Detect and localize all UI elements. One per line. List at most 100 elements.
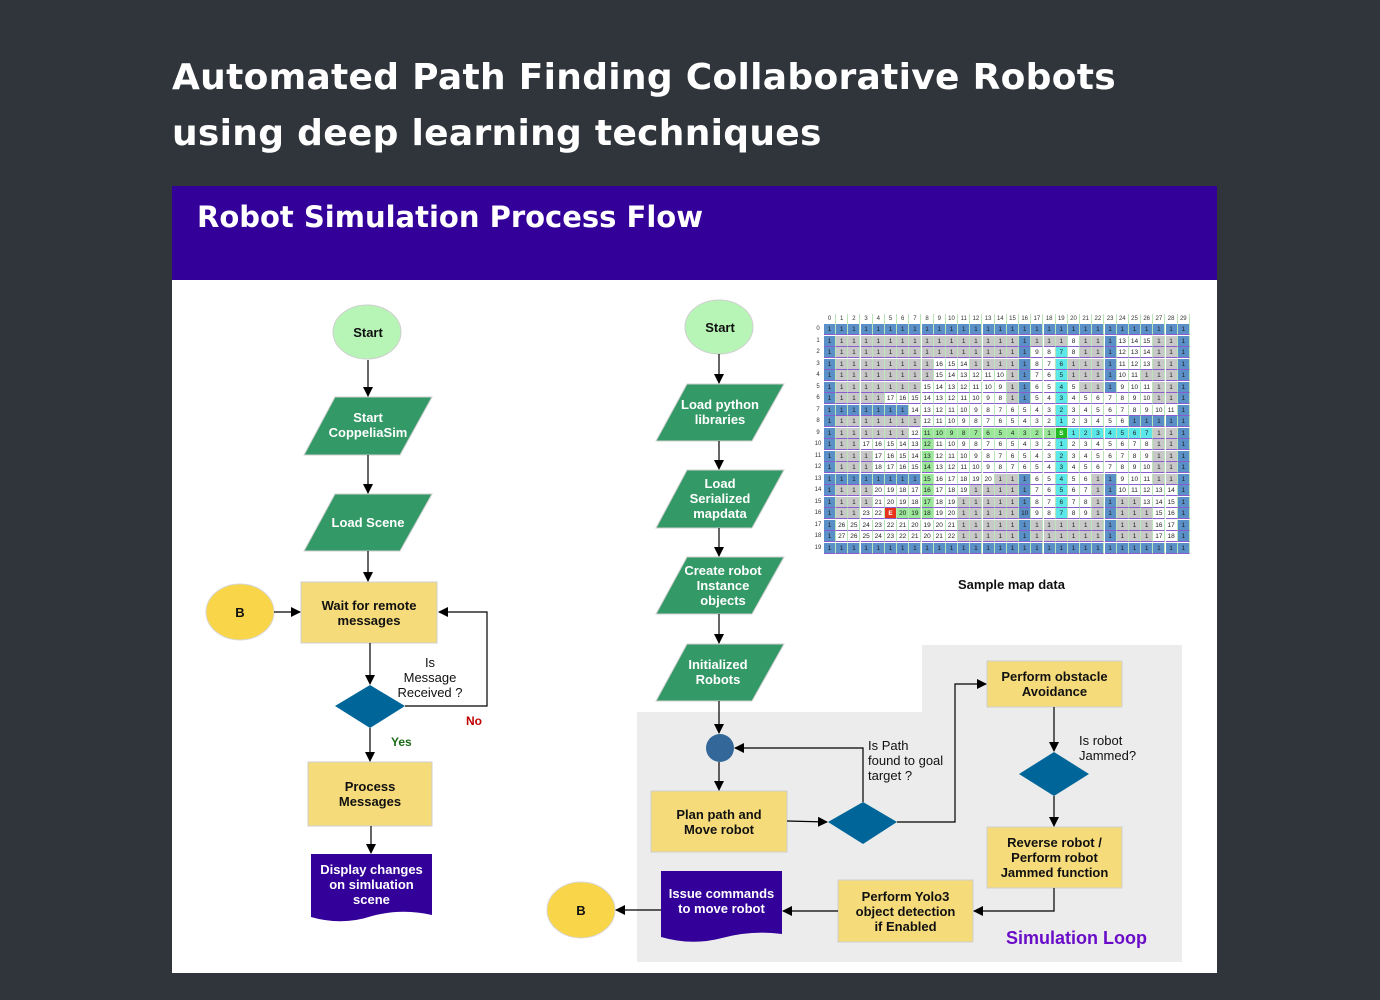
map-cell: 18 (946, 485, 958, 496)
right-connector-b-label: B (576, 902, 586, 918)
right-init-robots-label: Initialized Robots (688, 657, 748, 687)
map-cell: 8 (1068, 508, 1080, 519)
map-cell: 1 (860, 324, 873, 335)
right-create-robots-label: Create robot Instance objects (684, 562, 762, 608)
map-cell: 5 (1104, 416, 1117, 427)
map-cell: 1 (1165, 358, 1178, 370)
map-cell: 2 (1068, 439, 1080, 450)
map-cell: 3 (1043, 450, 1056, 462)
map-col-header: 17 (1031, 314, 1044, 324)
map-cell: 1 (848, 508, 861, 519)
map-cell: 1 (836, 462, 849, 473)
map-cell: 1 (1116, 531, 1129, 542)
map-cell: 4 (1031, 450, 1044, 462)
map-cell: 8 (1031, 358, 1044, 370)
map-cell: 16 (1165, 508, 1178, 519)
map-cell: 11 (1116, 358, 1129, 370)
map-cell: 1 (1080, 370, 1093, 381)
arrow-path-retry (734, 743, 864, 802)
map-cell: 1 (1019, 473, 1032, 485)
map-cell: 18 (933, 496, 946, 508)
issue-commands-label: Issue commands to move robot (668, 886, 775, 916)
map-row-header: 18 (814, 533, 822, 539)
map-cell: 3 (1080, 439, 1093, 450)
map-cell: 1 (897, 347, 910, 358)
map-cell: 19 (909, 508, 922, 519)
map-row-header: 16 (814, 510, 822, 516)
map-cell: 1 (1043, 427, 1056, 439)
map-cell: 20 (897, 508, 910, 519)
map-cell: 1 (1153, 450, 1166, 462)
map-cell: 12 (933, 450, 946, 462)
map-cell: 5 (1043, 473, 1056, 485)
map-cell: 1 (1104, 496, 1117, 508)
map-cell: 1 (1104, 335, 1117, 347)
map-col-header: 12 (970, 314, 983, 324)
map-cell: 1 (860, 473, 873, 485)
map-cell: 1 (958, 508, 971, 519)
map-cell: 1 (1092, 370, 1105, 381)
map-cell: 1 (994, 531, 1007, 542)
map-cell: 1 (1116, 519, 1129, 531)
map-cell: 6 (994, 416, 1007, 427)
map-col-header: 5 (885, 314, 897, 324)
yes-label: Yes (391, 735, 412, 749)
map-cell: 7 (1007, 462, 1019, 473)
map-cell: 1 (824, 473, 836, 485)
map-cell: 1 (958, 324, 971, 335)
left-process-node (307, 761, 433, 827)
map-col-header: 10 (946, 314, 958, 324)
map-cell: 2 (1043, 439, 1056, 450)
map-cell: 1 (1080, 358, 1093, 370)
map-cell: 1 (1165, 439, 1178, 450)
map-cell: 1 (970, 358, 983, 370)
map-cell: 19 (946, 496, 958, 508)
map-cell: 5 (1068, 381, 1080, 393)
map-col-header: 20 (1068, 314, 1080, 324)
map-cell: 1 (1129, 496, 1141, 508)
map-row-header: 15 (814, 498, 822, 505)
map-cell: 23 (885, 531, 897, 542)
map-cell: 1 (1007, 335, 1019, 347)
map-cell: 1 (1019, 393, 1032, 404)
map-cell: 1 (1007, 485, 1019, 496)
map-cell: 11 (958, 393, 971, 404)
map-cell: 14 (1153, 496, 1166, 508)
map-cell: 1 (836, 450, 849, 462)
map-cell: 5 (994, 427, 1007, 439)
map-cell: 1 (1007, 508, 1019, 519)
map-cell: 12 (909, 427, 922, 439)
map-cell: 9 (1116, 473, 1129, 485)
map-cell: 1 (1055, 519, 1068, 531)
map-cell: 1 (958, 542, 971, 554)
map-cell: 1 (909, 370, 922, 381)
map-cell: 14 (897, 439, 910, 450)
map-cell: 20 (885, 496, 897, 508)
map-cell: 1 (1141, 531, 1154, 542)
map-cell: 1 (1055, 416, 1068, 427)
map-cell: 7 (1129, 439, 1141, 450)
map-cell: 1 (994, 496, 1007, 508)
map-cell: 1 (848, 370, 861, 381)
arrow-no-loop (405, 607, 488, 707)
map-cell: 8 (1116, 393, 1129, 404)
map-cell: 1 (885, 370, 897, 381)
map-cell: 10 (970, 393, 983, 404)
map-cell: 1 (1092, 531, 1105, 542)
left-start-sim-label: Start CoppeliaSim (328, 410, 408, 440)
map-cell: 16 (921, 485, 934, 496)
map-cell: 3 (1043, 404, 1056, 416)
map-cell: 24 (872, 531, 885, 542)
map-cell: 1 (994, 542, 1007, 554)
map-cell: 1 (1153, 381, 1166, 393)
map-cell: 1 (970, 531, 983, 542)
map-cell: 2 (1080, 427, 1093, 439)
loop-junction (706, 734, 734, 762)
map-cell: 1 (994, 519, 1007, 531)
map-cell: 1 (836, 335, 849, 347)
map-cell: 1 (1104, 347, 1117, 358)
map-cell: 1 (970, 324, 983, 335)
map-cell: 1 (1019, 324, 1032, 335)
map-cell: 1 (921, 370, 934, 381)
map-cell: 1 (885, 324, 897, 335)
